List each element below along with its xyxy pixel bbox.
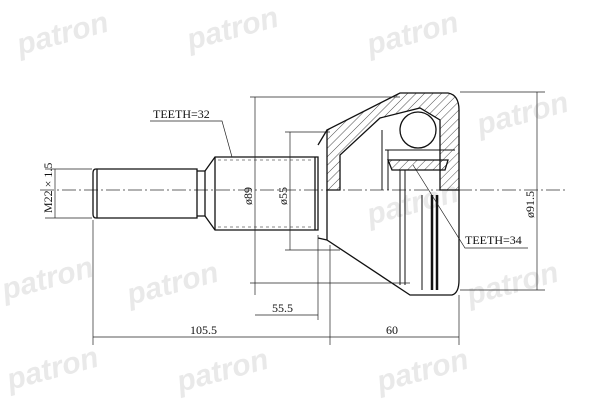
dia-shaft-outer-label: ø89 [241,187,255,205]
watermark: patron [172,343,272,399]
watermark: patron [182,1,282,57]
watermark: patron [372,343,472,399]
watermark: patron [472,86,572,142]
dim-total-shaft: 105.5 [190,323,217,337]
dia-housing-label: ø91.5 [523,191,537,218]
threaded-end [92,168,198,219]
housing [317,92,460,296]
watermark: patron [12,6,112,62]
teeth-housing-label: TEETH=34 [465,233,522,247]
dim-housing-length: 60 [386,323,398,337]
ball [399,111,437,149]
dia-shaft-inner-label: ø55 [276,187,290,205]
teeth-shaft-label: TEETH=32 [153,107,210,121]
dim-shaft-length: 55.5 [272,301,293,315]
housing-section [326,92,460,191]
thread-label: M22 × 1.5 [41,163,55,213]
neck [197,170,206,217]
shaft [92,156,319,231]
inner-race [387,159,449,171]
watermark: patron [122,256,222,312]
watermark: patron [462,256,562,312]
watermark: patron [2,341,102,397]
splined-shaft [204,156,319,231]
watermark: patron [362,6,462,62]
watermark: patron [0,251,97,307]
dimension-lines [45,91,545,345]
